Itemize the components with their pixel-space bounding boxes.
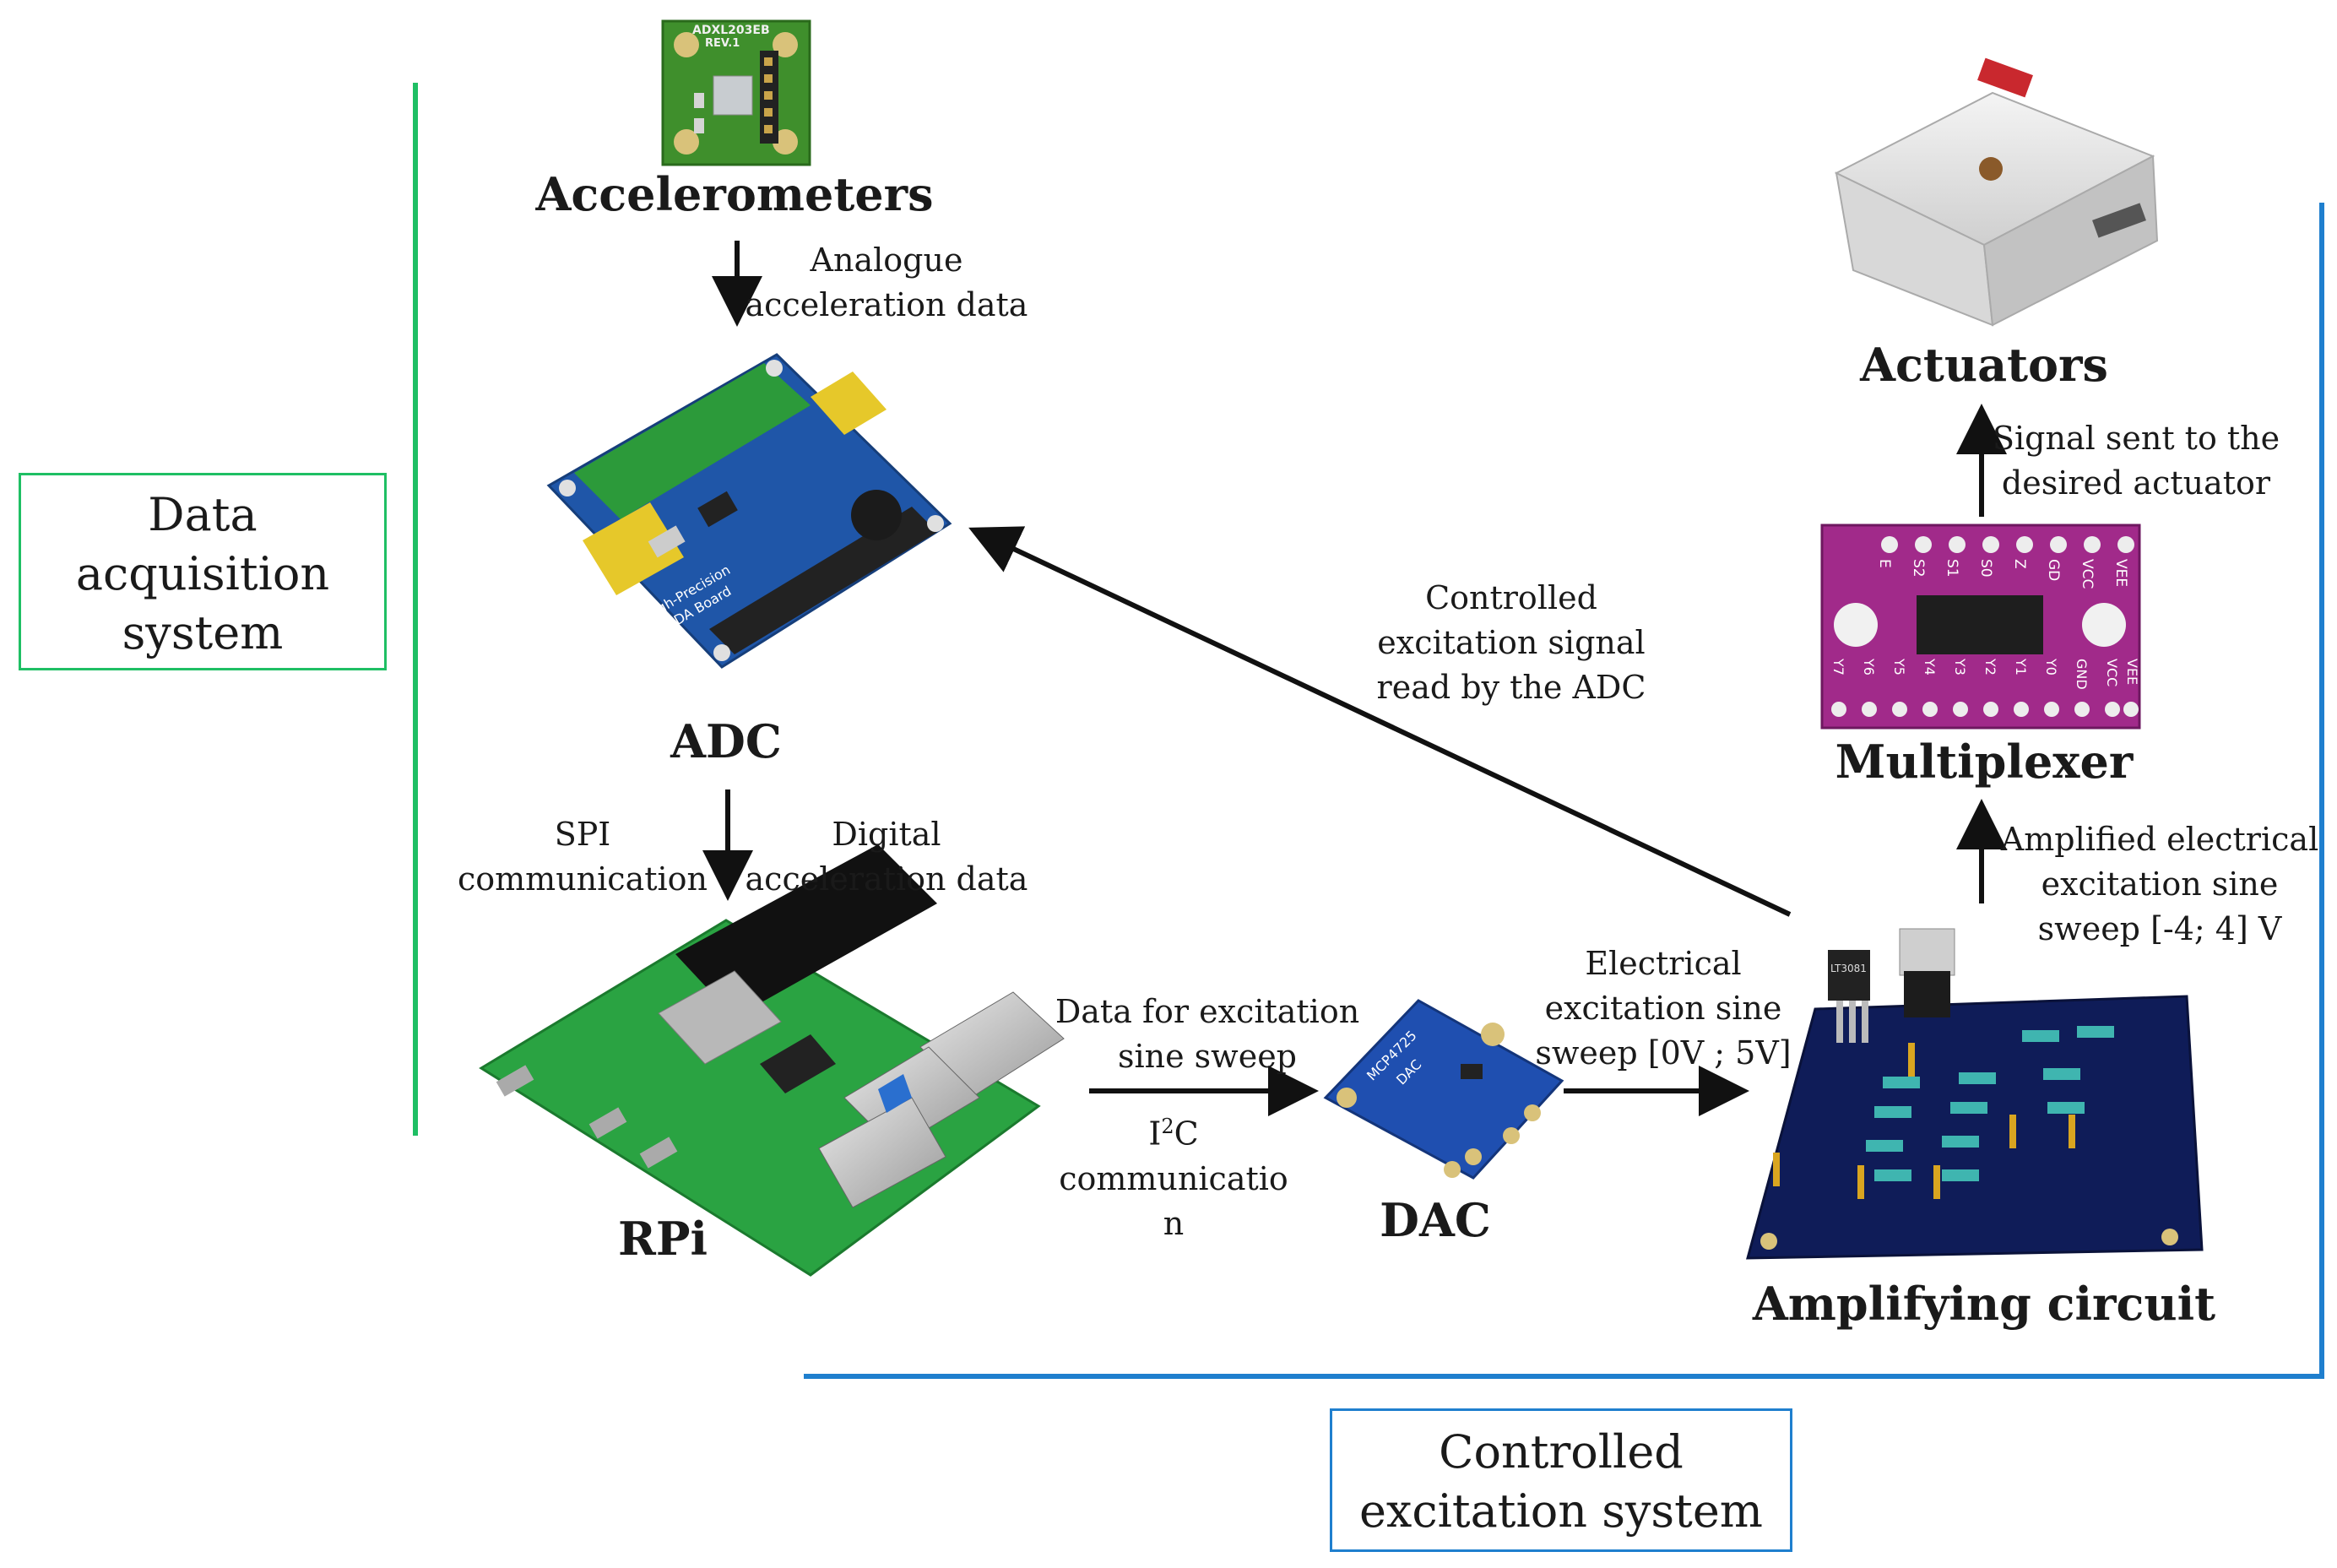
mux-pin-label: Y4	[1922, 659, 1938, 675]
adc-title: ADC	[670, 714, 782, 768]
controlled-read-label-line1: Controlled	[1425, 579, 1597, 616]
controlled-excitation-box: Controlled excitation system	[1330, 1408, 1792, 1552]
electrical-label-line1: Electrical	[1585, 945, 1742, 982]
data-acquisition-label-line2: acquisition	[75, 547, 330, 600]
actuators-title: Actuators	[1860, 338, 2108, 392]
mux-pin-label: Y3	[1952, 659, 1968, 675]
digital-data-label: Digital acceleration data	[743, 812, 1030, 902]
dac-title: DAC	[1380, 1193, 1491, 1247]
analogue-data-label: Analogue acceleration data	[743, 238, 1030, 328]
i2c-label-line2: communicatio	[1059, 1159, 1288, 1197]
arrow-amplifier-to-adc	[968, 526, 1792, 917]
amplifying-board-image	[1746, 928, 2204, 1260]
i2c-label-line3: n	[1163, 1204, 1185, 1242]
accelerometer-board-image	[661, 19, 811, 166]
adc-board-image	[546, 353, 952, 669]
i2c-suffix: C	[1174, 1115, 1199, 1153]
spi-label-line1: SPI	[554, 816, 611, 853]
mux-pin-label: S1	[1944, 559, 1960, 578]
controlled-excitation-line	[804, 203, 2324, 1379]
rpi-board-image	[479, 844, 1065, 1277]
amplified-label-line2: excitation sine	[2041, 865, 2279, 903]
amplified-label-line1: Amplified electrical	[2000, 821, 2319, 858]
mux-pin-label: VEE	[2112, 559, 2129, 588]
analogue-data-label-line2: acceleration data	[745, 286, 1028, 323]
controlled-read-label-line2: excitation signal	[1377, 624, 1646, 661]
analogue-data-label-line1: Analogue	[810, 241, 963, 279]
mux-pin-label: Y2	[1982, 659, 1998, 675]
actuator-image	[1834, 57, 2159, 327]
controlled-read-label-line3: read by the ADC	[1376, 669, 1646, 706]
rpi-title: RPi	[618, 1212, 708, 1266]
data-excitation-label-line1: Data for excitation	[1055, 993, 1360, 1030]
signal-sent-label: Signal sent to the desired actuator	[1993, 416, 2280, 506]
controlled-read-label: Controlled excitation signal read by the…	[1351, 576, 1672, 710]
mux-pin-label: S0	[1977, 559, 1994, 578]
multiplexer-board-image	[1820, 524, 2141, 730]
mux-pin-label: Y6	[1861, 659, 1877, 675]
i2c-communication-label: I2C communicatio n	[1038, 1104, 1309, 1246]
amplifier-chip-marking: LT3081	[1830, 963, 1867, 974]
mux-pin-label: GD	[2045, 559, 2062, 582]
signal-sent-label-line2: desired actuator	[2001, 464, 2271, 502]
digital-label-line2: acceleration data	[745, 860, 1028, 898]
mux-pin-label: Z	[2011, 559, 2028, 569]
digital-label-line1: Digital	[832, 816, 941, 853]
mux-pin-label: Y0	[2043, 659, 2059, 675]
controlled-excitation-label-line1: Controlled	[1439, 1425, 1684, 1478]
data-acquisition-label-line3: system	[122, 606, 284, 659]
amplifying-circuit-title: Amplifying circuit	[1752, 1277, 2216, 1331]
data-excitation-label: Data for excitation sine sweep	[1047, 990, 1368, 1079]
electrical-excitation-label: Electrical excitation sine sweep [0V ; 5…	[1528, 941, 1798, 1076]
spi-communication-label: SPI communication	[447, 812, 718, 902]
accelerometers-title: Accelerometers	[535, 167, 934, 221]
signal-sent-label-line1: Signal sent to the	[1993, 420, 2280, 457]
i2c-prefix: I	[1148, 1115, 1162, 1153]
spi-label-line2: communication	[457, 860, 708, 898]
amplified-label-line3: sweep [-4; 4] V	[2037, 910, 2282, 947]
multiplexer-title: Multiplexer	[1835, 735, 2134, 789]
mux-pin-label: E	[1876, 559, 1893, 568]
data-excitation-label-line2: sine sweep	[1117, 1038, 1298, 1075]
dac-board-image	[1323, 999, 1564, 1180]
data-acquisition-box: Data acquisition system	[19, 473, 387, 670]
accelerometer-chip-marking: ADXL203EB	[692, 24, 770, 37]
mux-pin-label: VEE	[2124, 659, 2140, 686]
mux-pin-label: VCC	[2104, 659, 2120, 687]
electrical-label-line2: excitation sine	[1544, 990, 1782, 1027]
electrical-label-line3: sweep [0V ; 5V]	[1535, 1034, 1792, 1072]
mux-pin-label: GND	[2074, 659, 2090, 690]
mux-pin-label: VCC	[2079, 559, 2096, 589]
i2c-superscript: 2	[1161, 1115, 1174, 1138]
mux-pin-label: Y7	[1830, 659, 1846, 675]
mux-pin-label: S2	[1910, 559, 1927, 578]
amplified-excitation-label: Amplified electrical excitation sine swe…	[1999, 817, 2320, 952]
mux-pin-label: Y1	[2013, 659, 2029, 675]
i2c-label-line1: I2C	[1038, 1104, 1309, 1157]
data-acquisition-label-line1: Data	[148, 488, 258, 541]
accelerometer-rev-marking: REV.1	[705, 37, 740, 50]
controlled-excitation-label-line2: excitation system	[1358, 1484, 1764, 1538]
mux-pin-label: Y5	[1891, 659, 1907, 675]
